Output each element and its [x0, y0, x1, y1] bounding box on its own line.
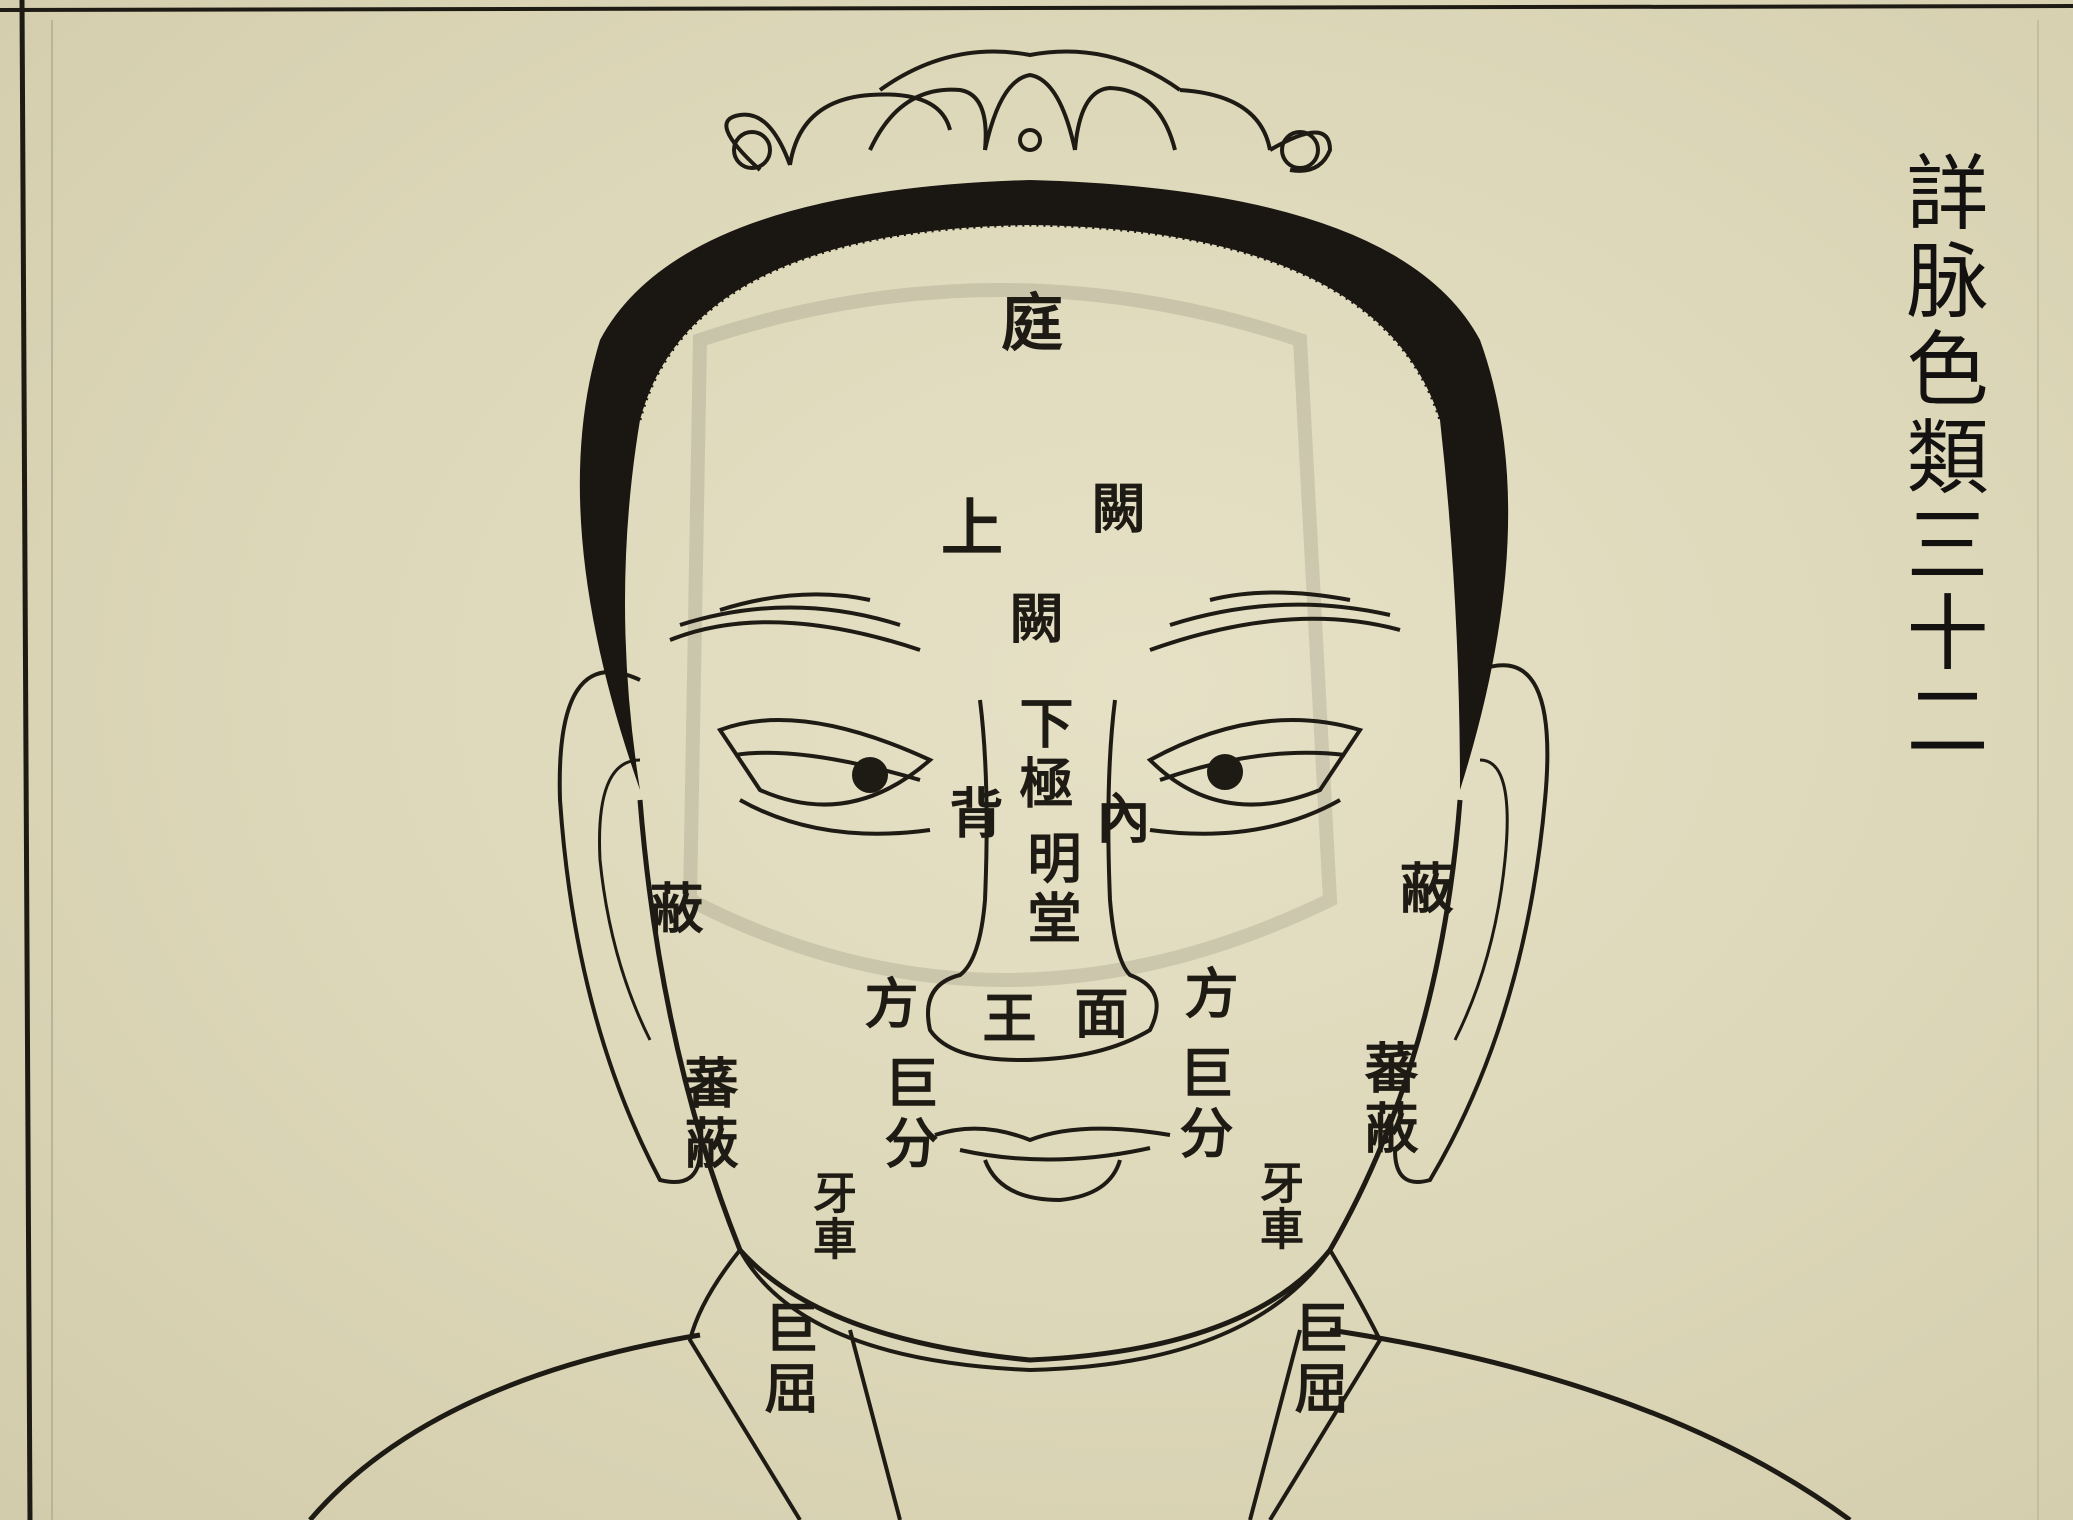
label-ju-qu-left: 巨屈 [760, 1300, 814, 1420]
label-wang: 王 [978, 990, 1032, 1050]
right-ear-inner [1455, 760, 1507, 1040]
mouth [935, 1129, 1170, 1200]
label-fan-bi-right: 蕃蔽 [1360, 1040, 1414, 1160]
label-ming-tang: 明堂 [1023, 830, 1077, 950]
label-ju-fen-left: 巨分 [880, 1055, 934, 1175]
label-ju-fen-right: 巨分 [1175, 1045, 1229, 1165]
right-eyebrow [1150, 593, 1400, 651]
label-que-middle: 闕 [1005, 590, 1059, 650]
label-fang-left: 方 [860, 975, 914, 1035]
label-ting: 庭 [995, 290, 1057, 390]
top-border-line [0, 6, 2073, 10]
label-nei: 內 [1092, 790, 1146, 850]
label-ya-che-right: 牙車 [1255, 1160, 1299, 1252]
left-eyebrow [670, 594, 920, 650]
label-mian: 面 [1070, 985, 1124, 1045]
label-que-upper: 闕 [1087, 480, 1141, 540]
label-xia-ji: 下極 [1015, 695, 1069, 815]
label-ju-qu-right: 巨屈 [1290, 1300, 1344, 1420]
collar-left-inner [850, 1330, 900, 1520]
label-bi-left: 蔽 [645, 880, 699, 940]
left-eye [720, 720, 930, 834]
page-caption: 詳脉色類三十二 [1898, 150, 1980, 766]
label-ya-che-left: 牙車 [808, 1170, 852, 1262]
label-bi-right: 蔽 [1395, 860, 1449, 920]
label-shang: 上 [935, 495, 997, 595]
left-border-line [22, 0, 30, 1520]
hair-crown-ornament [726, 52, 1330, 171]
label-fan-bi-left: 蕃蔽 [680, 1055, 734, 1175]
label-fang-right: 方 [1180, 965, 1234, 1025]
label-bei: 背 [945, 785, 999, 845]
